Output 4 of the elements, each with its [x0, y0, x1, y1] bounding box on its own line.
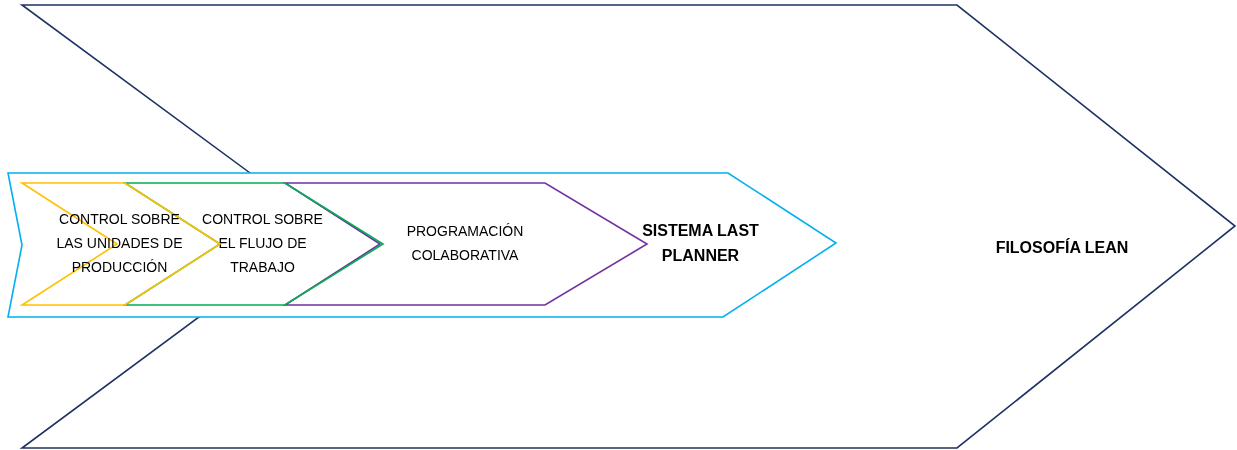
- stage-label: SISTEMA LAST PLANNER: [641, 221, 760, 266]
- stage-label: CONTROL SOBRE EL FLUJO DE TRABAJO: [201, 210, 324, 277]
- stage-label: FILOSOFÍA LEAN: [995, 237, 1129, 258]
- stage-label: PROGRAMACIÓN COLABORATIVA: [405, 222, 525, 265]
